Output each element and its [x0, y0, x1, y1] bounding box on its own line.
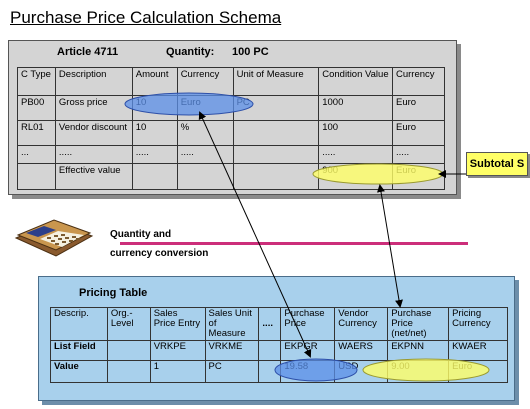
conversion-label-line1: Quantity and: [110, 229, 172, 240]
pricing-table: Descrip. Org.-Level Sales Price Entry Sa…: [50, 307, 508, 383]
column-header: Sales Price Entry: [149, 307, 206, 341]
column-header: Amount: [131, 67, 178, 96]
column-header: Unit of Measure: [232, 67, 320, 96]
table-cell: Euro: [392, 163, 445, 190]
table-cell: 10: [131, 95, 178, 121]
table-cell: [176, 163, 234, 190]
table-cell: Vendor discount: [54, 120, 133, 146]
column-header: ....: [258, 307, 282, 341]
row-header: List Field: [50, 340, 108, 361]
table-cell: [232, 120, 320, 146]
table-cell: [232, 163, 320, 190]
calculator-icon: [14, 216, 94, 258]
table-cell: .....: [54, 145, 133, 164]
column-header: Purchase Price: [280, 307, 336, 341]
table-cell: [258, 340, 282, 361]
table-cell: KWAER: [448, 340, 508, 361]
table-cell: %: [176, 120, 234, 146]
table-cell: [232, 145, 320, 164]
pricing-table-panel: Pricing Table Descrip. Org.-Level Sales …: [38, 276, 515, 401]
column-header: Description: [54, 67, 133, 96]
row-header: Value: [50, 360, 108, 383]
column-header: Pricing Currency: [448, 307, 508, 341]
article-label: Article 4711: [57, 46, 119, 58]
column-header: C Type: [17, 67, 56, 96]
table-cell: ...: [17, 145, 56, 164]
table-cell: [17, 163, 56, 190]
table-cell: 9.00: [387, 360, 450, 383]
column-header: Sales Unit of Measure: [204, 307, 260, 341]
table-cell: [131, 163, 178, 190]
condition-row: RL01 Vendor discount 10 % 100 Euro: [17, 120, 445, 146]
list-field-row: List Field VRKPE VRKME EKPGR WAERS EKPNN…: [50, 340, 508, 361]
column-header: Org.-Level: [106, 307, 151, 341]
table-cell: VRKME: [204, 340, 260, 361]
column-header: Purchase Price (net/net): [387, 307, 450, 341]
table-cell: [106, 360, 151, 383]
table-cell: USD: [334, 360, 389, 383]
calculation-schema-panel: Article 4711 Quantity: 100 PC C Type Des…: [8, 40, 457, 195]
condition-row: PB00 Gross price 10 Euro PC 1000 Euro: [17, 95, 445, 121]
table-cell: [106, 340, 151, 361]
column-header: Descrip.: [50, 307, 108, 341]
table-cell: 1: [149, 360, 206, 383]
table-cell: .....: [176, 145, 234, 164]
table-cell: WAERS: [334, 340, 389, 361]
column-header: Currency: [176, 67, 234, 96]
table-cell: 1000: [318, 95, 393, 121]
table-cell: RL01: [17, 120, 56, 146]
column-header: Vendor Currency: [334, 307, 389, 341]
table-cell: 19.58: [280, 360, 336, 383]
table-cell: PC: [232, 95, 320, 121]
table-cell: 10: [131, 120, 178, 146]
table-cell: .....: [318, 145, 393, 164]
column-header: Condition Value: [318, 67, 393, 96]
table-cell: Euro: [392, 95, 445, 121]
table-cell: EKPGR: [280, 340, 336, 361]
quantity-label: Quantity:: [166, 46, 215, 58]
table-cell: PC: [204, 360, 260, 383]
table-cell: EKPNN: [387, 340, 450, 361]
page-title: Purchase Price Calculation Schema: [10, 8, 282, 27]
table-cell: VRKPE: [149, 340, 206, 361]
table-cell: Euro: [448, 360, 508, 383]
condition-table: C Type Description Amount Currency Unit …: [17, 67, 445, 190]
quantity-value: 100 PC: [232, 46, 269, 58]
table-cell: .....: [392, 145, 445, 164]
condition-header-row: C Type Description Amount Currency Unit …: [17, 67, 445, 96]
pricing-table-title: Pricing Table: [79, 287, 148, 299]
condition-row: Effective value 900 Euro: [17, 163, 445, 190]
subtotal-label: Subtotal S: [466, 152, 528, 176]
conversion-label-line2: currency conversion: [110, 248, 209, 259]
table-cell: Euro: [392, 120, 445, 146]
table-cell: Effective value: [54, 163, 133, 190]
table-cell: PB00: [17, 95, 56, 121]
condition-row: ... ..... ..... ..... ..... .....: [17, 145, 445, 164]
table-cell: 900: [318, 163, 393, 190]
pricing-header-row: Descrip. Org.-Level Sales Price Entry Sa…: [50, 307, 508, 341]
table-cell: 100: [318, 120, 393, 146]
table-cell: Gross price: [54, 95, 133, 121]
table-cell: [258, 360, 282, 383]
table-cell: .....: [131, 145, 178, 164]
conversion-line: [120, 242, 468, 245]
column-header: Currency: [392, 67, 445, 96]
value-row: Value 1 PC 19.58 USD 9.00 Euro: [50, 360, 508, 383]
table-cell: Euro: [176, 95, 234, 121]
